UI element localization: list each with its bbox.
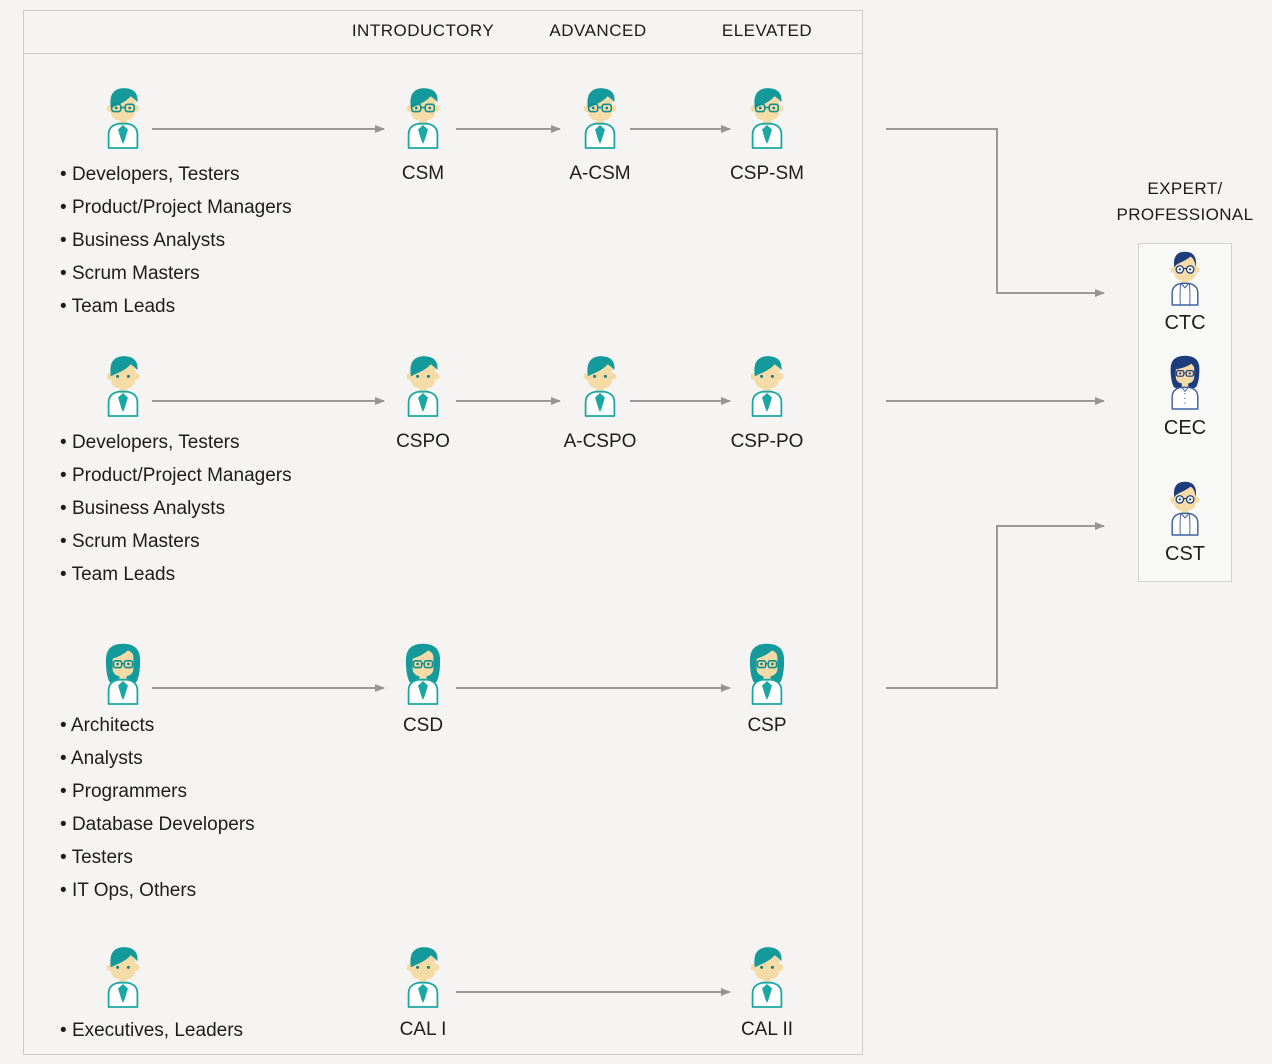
cert-label-csp: CSP bbox=[747, 715, 787, 736]
cert-label-csp-sm: CSP-SM bbox=[730, 163, 804, 184]
cert-label-a-csm: A-CSM bbox=[569, 163, 631, 184]
row4-audience-list: Executives, Leaders bbox=[60, 1014, 370, 1047]
list-item: Programmers bbox=[60, 775, 370, 808]
list-item: Business Analysts bbox=[60, 492, 370, 525]
person-male-teal-icon bbox=[96, 352, 150, 422]
list-item: Testers bbox=[60, 841, 370, 874]
cert-label-cspo: CSPO bbox=[396, 431, 450, 452]
person-male-teal-icon bbox=[396, 943, 450, 1013]
expert-title-line1: EXPERT/ bbox=[1147, 179, 1223, 198]
cert-label-csd: CSD bbox=[402, 715, 444, 736]
list-item: Scrum Masters bbox=[60, 257, 370, 290]
certification-paths-box bbox=[23, 10, 863, 1055]
person-male-teal-icon bbox=[396, 352, 450, 422]
list-item: Analysts bbox=[60, 742, 370, 775]
person-female-glasses-teal-icon bbox=[96, 640, 150, 710]
list-item: Executives, Leaders bbox=[60, 1014, 370, 1047]
person-male-glasses-teal-icon bbox=[573, 84, 627, 154]
person-male-glasses-teal-icon bbox=[96, 84, 150, 154]
list-item: Team Leads bbox=[60, 290, 370, 323]
cert-label-csp-po: CSP-PO bbox=[730, 431, 804, 452]
cert-label-cst: CST bbox=[1165, 543, 1205, 565]
person-female-glasses-teal-icon bbox=[740, 640, 794, 710]
list-item: Business Analysts bbox=[60, 224, 370, 257]
column-header-elevated: ELEVATED bbox=[721, 21, 813, 40]
list-item: Developers, Testers bbox=[60, 426, 370, 459]
list-item: Product/Project Managers bbox=[60, 191, 370, 224]
list-item: Architects bbox=[60, 709, 370, 742]
person-male-teal-icon bbox=[96, 943, 150, 1013]
cert-label-ctc: CTC bbox=[1164, 312, 1206, 334]
list-item: Product/Project Managers bbox=[60, 459, 370, 492]
expert-title-line2: PROFESSIONAL bbox=[1116, 205, 1254, 224]
list-item: IT Ops, Others bbox=[60, 874, 370, 907]
expert-professional-title: EXPERT/ PROFESSIONAL bbox=[1116, 176, 1253, 228]
person-female-glasses-navy-icon bbox=[1161, 352, 1209, 415]
person-male-glasses-teal-icon bbox=[740, 84, 794, 154]
connector-cspsm-to-ctc bbox=[886, 128, 1105, 297]
row2-audience-list: Developers, Testers Product/Project Mana… bbox=[60, 426, 370, 591]
list-item: Developers, Testers bbox=[60, 158, 370, 191]
person-male-teal-icon bbox=[740, 943, 794, 1013]
cert-label-cal-ii: CAL II bbox=[740, 1019, 794, 1040]
cert-label-cal-i: CAL I bbox=[399, 1019, 447, 1040]
person-male-glasses-teal-icon bbox=[396, 84, 450, 154]
person-male-teal-icon bbox=[740, 352, 794, 422]
row1-audience-list: Developers, Testers Product/Project Mana… bbox=[60, 158, 370, 323]
connector-csp-to-cst bbox=[886, 522, 1105, 689]
list-item: Database Developers bbox=[60, 808, 370, 841]
list-item: Team Leads bbox=[60, 558, 370, 591]
cert-label-cec: CEC bbox=[1163, 417, 1207, 439]
cert-label-csm: CSM bbox=[401, 163, 445, 184]
column-header-advanced: ADVANCED bbox=[549, 21, 647, 40]
person-male-glasses-navy-icon bbox=[1161, 248, 1209, 311]
person-male-glasses-navy-icon bbox=[1161, 478, 1209, 541]
column-header-introductory: INTRODUCTORY bbox=[351, 21, 495, 40]
person-female-glasses-teal-icon bbox=[396, 640, 450, 710]
person-male-teal-icon bbox=[573, 352, 627, 422]
cert-label-a-cspo: A-CSPO bbox=[563, 431, 637, 452]
row3-audience-list: Architects Analysts Programmers Database… bbox=[60, 709, 370, 907]
list-item: Scrum Masters bbox=[60, 525, 370, 558]
column-header-band bbox=[24, 11, 862, 54]
